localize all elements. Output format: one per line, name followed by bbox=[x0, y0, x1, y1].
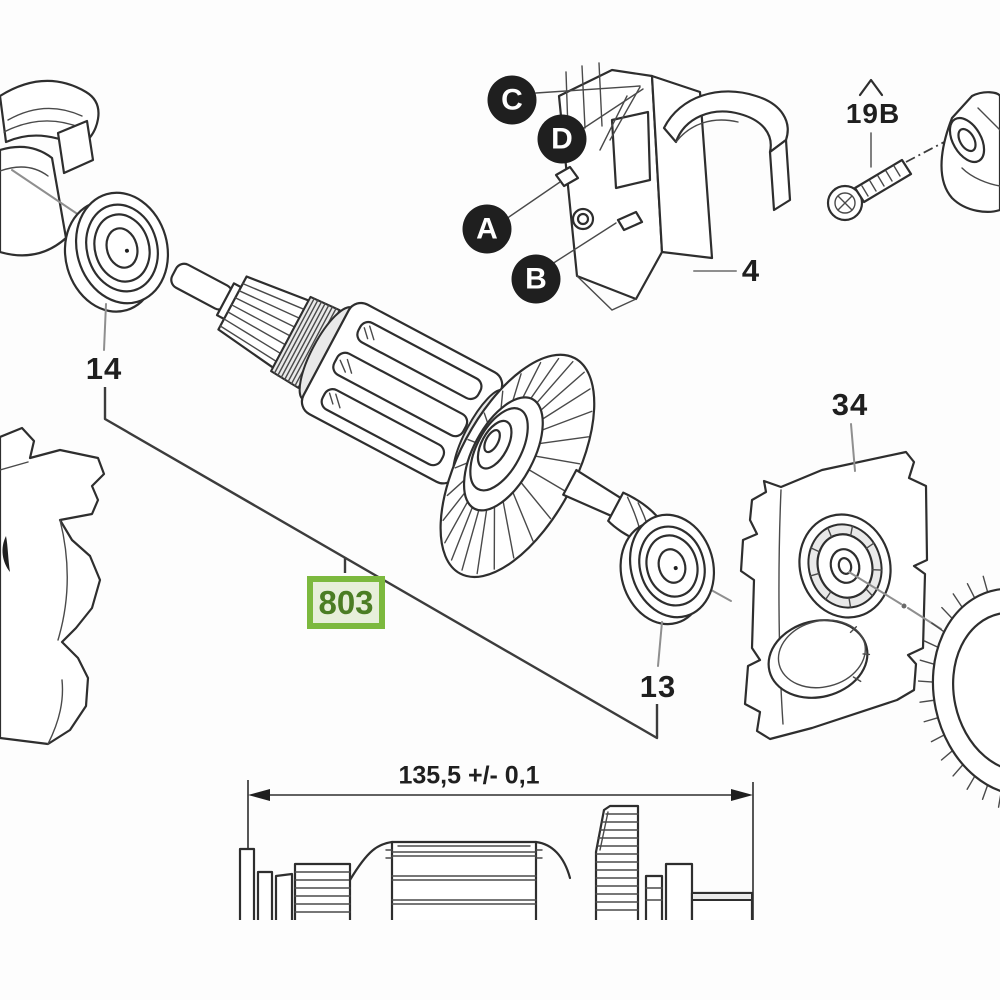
part-label-4: 4 bbox=[741, 253, 761, 288]
cylinder-fragment-drawing bbox=[940, 91, 1000, 213]
bearing-13-drawing bbox=[619, 513, 716, 626]
reference-badge-b: B bbox=[511, 254, 561, 304]
part-label-34: 34 bbox=[831, 387, 869, 422]
selected-part-badge-803[interactable]: 803 bbox=[307, 576, 385, 629]
part-label-13: 13 bbox=[639, 669, 677, 704]
leader-14 bbox=[103, 303, 107, 351]
screw-19b-group bbox=[826, 78, 1000, 222]
leader-34 bbox=[850, 423, 856, 472]
screw-drawing bbox=[826, 158, 913, 222]
part-label-14: 14 bbox=[85, 351, 123, 386]
side-view-drawing bbox=[238, 780, 754, 920]
reference-leader-lines bbox=[505, 85, 644, 265]
leader-13 bbox=[657, 621, 663, 667]
up-arrow-icon bbox=[858, 78, 884, 97]
reference-badge-c: C bbox=[487, 75, 537, 125]
dimension-lines bbox=[247, 780, 754, 920]
reference-badge-d: D bbox=[537, 114, 587, 164]
armature-drawing bbox=[170, 262, 671, 579]
bearing-plate-drawing bbox=[739, 450, 929, 741]
bearing-14-drawing bbox=[63, 191, 170, 313]
leader-dot bbox=[901, 603, 907, 609]
dimension-label: 135,5 +/- 0,1 bbox=[398, 761, 540, 790]
fan-drawing bbox=[439, 353, 596, 579]
part-label-19b: 19B bbox=[845, 98, 901, 129]
housing-fragment-left bbox=[0, 426, 106, 746]
reference-badge-a: A bbox=[462, 204, 512, 254]
gear-drawing bbox=[917, 575, 1000, 812]
